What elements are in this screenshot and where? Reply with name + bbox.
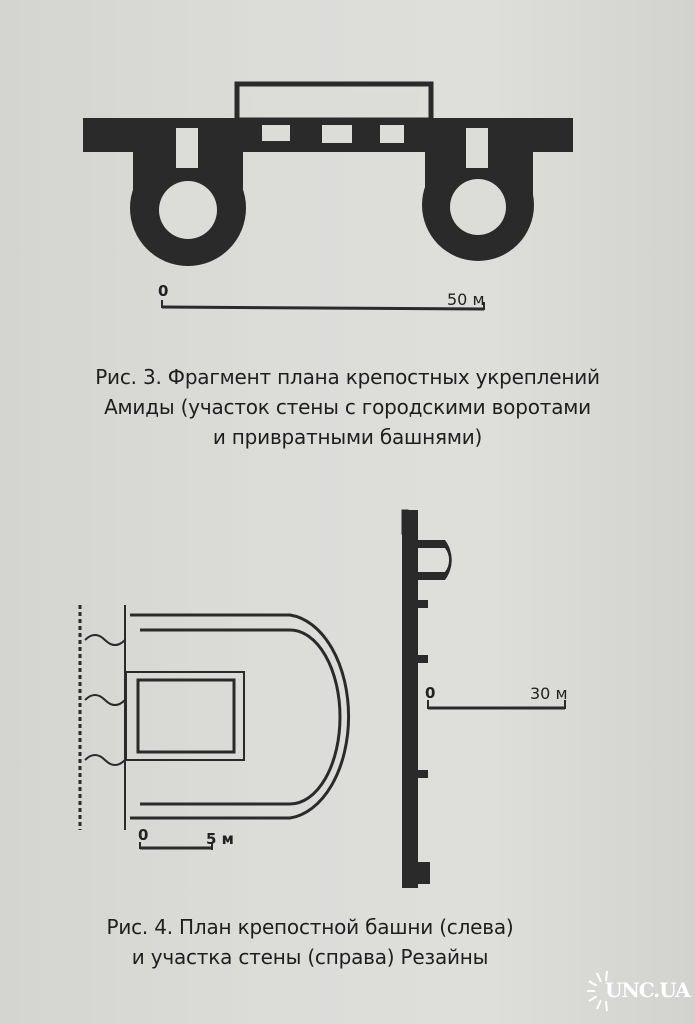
figure-3-caption: Рис. 3. Фрагмент плана крепостных укрепл… — [0, 362, 695, 452]
fortification-plan-amida — [83, 81, 573, 266]
caption-line: Рис. 4. План крепостной башни (слева) — [106, 915, 514, 939]
watermark-text: UNC.UA — [605, 978, 691, 1002]
left-scale-end-label: 5 м — [206, 830, 234, 848]
figure-4-caption: Рис. 4. План крепостной башни (слева) и … — [90, 912, 530, 972]
watermark-logo: UNC.UA — [583, 968, 693, 1014]
scale-bar-30m — [427, 700, 566, 710]
tower-plan-drawing — [78, 605, 351, 830]
scale-bar-50m — [161, 300, 485, 311]
caption-line: Рис. 3. Фрагмент плана крепостных укрепл… — [95, 365, 600, 389]
left-scale-start-label: 0 — [138, 826, 149, 844]
scale-start-label: 0 — [158, 282, 169, 300]
scale-bar-5m — [139, 842, 213, 850]
right-scale-start-label: 0 — [425, 684, 436, 702]
right-scale-end-label: 30 м — [530, 684, 568, 703]
wall-section-drawing — [401, 509, 452, 888]
caption-line: и привратными башнями) — [212, 425, 483, 449]
caption-line: Амиды (участок стены с городскими ворота… — [104, 395, 591, 419]
scale-end-label: 50 м — [447, 290, 485, 309]
sunburst-icon — [587, 970, 613, 1012]
caption-line: и участка стены (справа) Резайны — [131, 945, 489, 969]
